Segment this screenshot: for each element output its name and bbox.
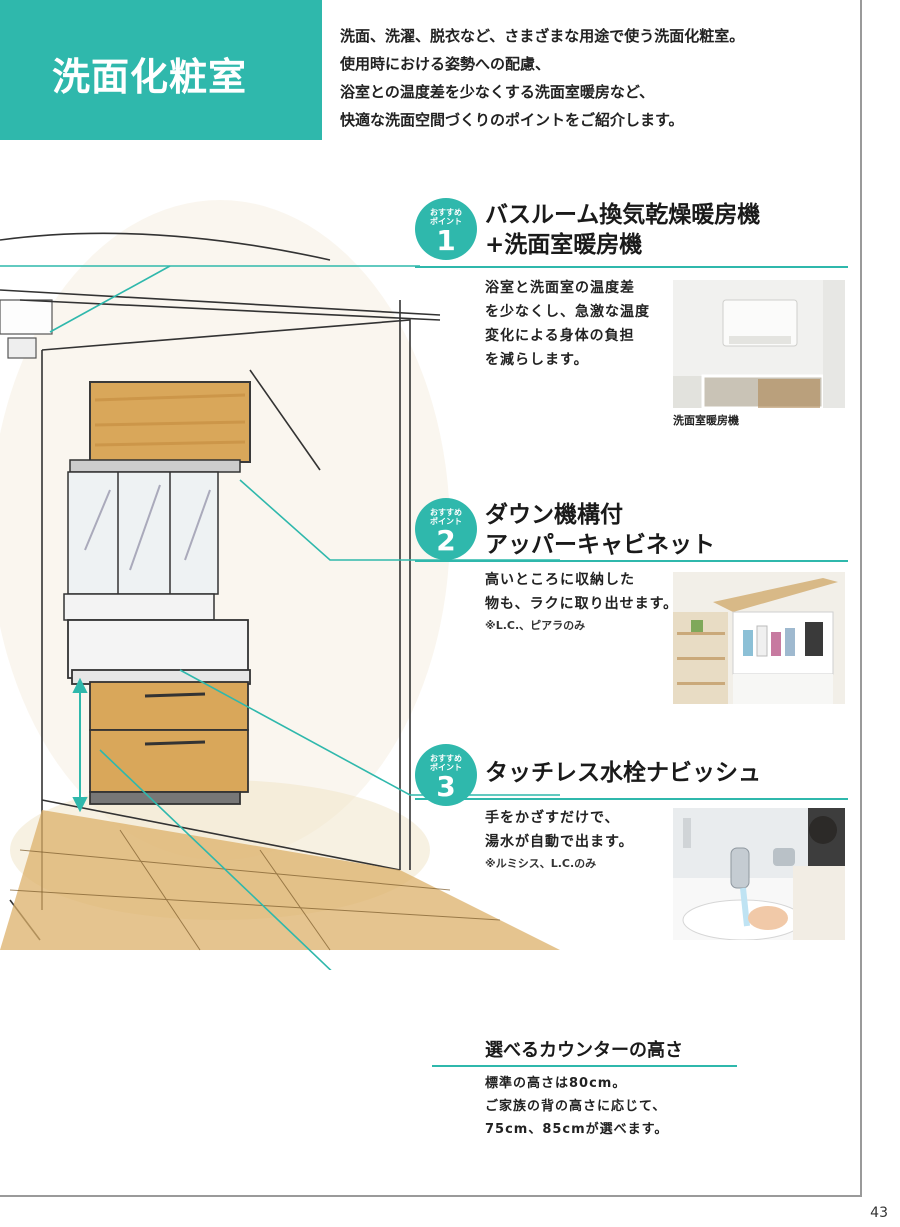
counter-rule [432,1065,737,1067]
badge-label: ポイント [430,217,462,226]
desc-line: 湯水が自動で出ます。 [485,834,634,850]
faucet-photo [673,808,845,940]
point-description: 高いところに収納した 物も、ラクに取り出せます。 ※L.C.、ピアラのみ [485,568,678,636]
cabinet-photo [673,572,845,704]
upper-cabinet-sketch [69,381,251,473]
point-badge: おすすめ ポイント 2 [415,498,477,560]
badge-label: おすすめ [430,208,462,217]
floor-sketch [0,810,560,951]
mirror-sketch [63,471,219,621]
heater-sketch [0,299,53,359]
badge-number: 3 [436,770,456,803]
title-line: ダウン機構付 [485,502,623,528]
point-note: ※ルミシス、L.C.のみ [485,857,597,870]
page-title: 洗面化粧室 [52,55,248,99]
badge-number: 2 [436,524,456,557]
desc-line: 変化による身体の負担 [485,328,635,344]
counter-height-description: 標準の高さは80cm。 ご家族の背の高さに応じて、 75cm、85cmが選べます… [485,1072,668,1141]
leader-lines [0,265,560,970]
desc-line: 標準の高さは80cm。 [485,1076,627,1091]
counter-height-title: 選べるカウンターの高さ [485,1040,683,1061]
point-description: 浴室と洗面室の温度差 を少なくし、急激な温度 変化による身体の負担 を減らします… [485,276,650,372]
desc-line: を少なくし、急激な温度 [485,304,650,320]
photo-caption: 洗面室暖房機 [673,414,739,427]
intro-line: 洗面、洗濯、脱衣など、さまざまな用途で使う洗面化粧室。 [340,27,745,45]
point-badge: おすすめ ポイント 1 [415,198,477,260]
page-frame-bottom [0,1195,862,1197]
desc-line: 浴室と洗面室の温度差 [485,280,635,296]
intro-line: 浴室との温度差を少なくする洗面室暖房など、 [340,83,655,101]
point-note: ※L.C.、ピアラのみ [485,619,586,632]
title-line: アッパーキャビネット [485,532,715,558]
badge-label: おすすめ [430,754,462,763]
point-3: おすすめ ポイント 3 タッチレス水栓ナビッシュ 手をかざすだけで、 湯水が自動… [415,744,855,944]
desc-line: 75cm、85cmが選べます。 [485,1122,669,1137]
desc-line: を減らします。 [485,352,589,368]
title-line: タッチレス水栓ナビッシュ [485,760,761,786]
vanity-room-illustration [0,200,560,970]
desc-line: ご家族の背の高さに応じて、 [485,1099,667,1114]
intro-text: 洗面、洗濯、脱衣など、さまざまな用途で使う洗面化粧室。 使用時における姿勢への配… [340,22,850,134]
badge-number: 1 [436,224,456,257]
desc-line: 物も、ラクに取り出せます。 [485,596,679,612]
point-badge: おすすめ ポイント 3 [415,744,477,806]
height-arrow [72,677,88,813]
title-line: バスルーム換気乾燥暖房機 [485,202,761,228]
point-rule [415,560,848,562]
page-frame-right [860,0,862,1197]
intro-line: 快適な洗面空間づくりのポイントをご紹介します。 [340,111,684,129]
point-rule [415,798,848,800]
badge-label: ポイント [430,763,462,772]
point-rule [415,266,848,268]
vanity-base-sketch [67,619,251,805]
desc-line: 手をかざすだけで、 [485,810,620,826]
point-title: タッチレス水栓ナビッシュ [485,758,761,788]
intro-line: 使用時における姿勢への配慮、 [340,55,551,73]
point-title: ダウン機構付 アッパーキャビネット [485,500,715,560]
point-description: 手をかざすだけで、 湯水が自動で出ます。 ※ルミシス、L.C.のみ [485,806,634,874]
point-title: バスルーム換気乾燥暖房機 +洗面室暖房機 [485,200,760,260]
badge-label: おすすめ [430,508,462,517]
point-2: おすすめ ポイント 2 ダウン機構付 アッパーキャビネット 高いところに収納した… [415,498,855,708]
title-line: +洗面室暖房機 [485,232,643,258]
room-lines [0,232,441,941]
page-number: 43 [870,1205,888,1221]
badge-label: ポイント [430,517,462,526]
desc-line: 高いところに収納した [485,572,635,588]
point-1: おすすめ ポイント 1 バスルーム換気乾燥暖房機 +洗面室暖房機 浴室と洗面室の… [415,198,855,438]
title-block: 洗面化粧室 [0,0,322,140]
heater-photo [673,280,845,408]
